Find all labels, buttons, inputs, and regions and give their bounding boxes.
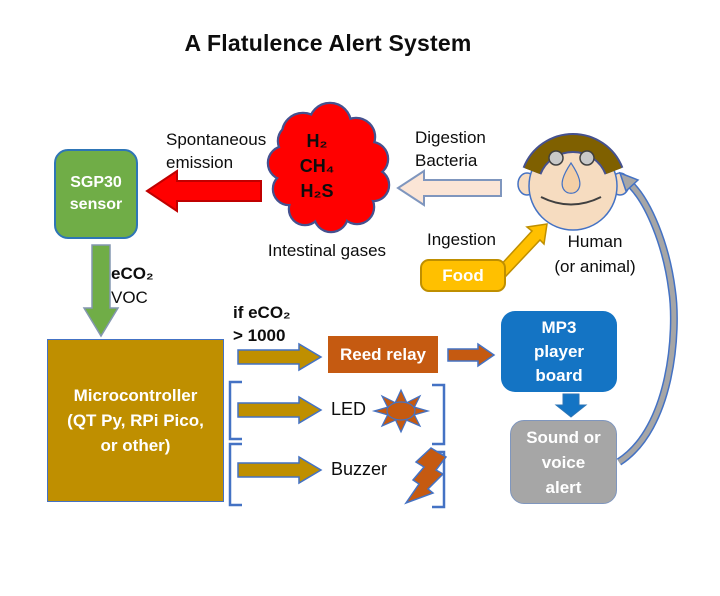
mp3-line3: board	[535, 365, 583, 385]
micro-line3: or other)	[100, 436, 171, 455]
digestion-bacteria-label: Digestion Bacteria	[415, 128, 486, 170]
ingestion-label: Ingestion	[427, 230, 496, 249]
digestion-arrow	[396, 169, 502, 207]
mp3-line2: player	[533, 341, 585, 361]
voc-label: VOC	[111, 288, 148, 307]
food-label: Food	[442, 265, 484, 285]
gas-cloud-shape	[266, 101, 391, 234]
reed-relay-node: Reed relay	[328, 336, 438, 373]
gas-h2: H₂	[306, 131, 328, 151]
spontaneous-emission-arrow	[145, 169, 262, 213]
sgp30-line2: sensor	[69, 196, 123, 213]
relay-to-mp3-arrow	[447, 342, 496, 368]
spontaneous-emission-label: Spontaneous emission	[166, 130, 267, 172]
mp3-player-node: MP3 player board	[501, 311, 617, 392]
sensor-outputs-label: eCO₂ VOC	[111, 262, 154, 310]
gas-h2s: H₂S	[300, 181, 334, 201]
micro-line2: (QT Py, RPi Pico,	[67, 411, 204, 430]
diagram-title: A Flatulence Alert System	[184, 30, 472, 56]
microcontroller-node: Microcontroller (QT Py, RPi Pico, or oth…	[47, 339, 224, 502]
buzzer-label: Buzzer	[331, 459, 388, 479]
mp3-to-sound-arrow	[554, 393, 588, 418]
feedback-curved-arrow	[616, 171, 678, 466]
human-face-icon	[517, 132, 630, 231]
buzzer-lightning-icon	[404, 447, 448, 505]
relay-trigger-arrow	[237, 342, 323, 372]
sound-line1: Sound or	[526, 427, 601, 447]
micro-line1: Microcontroller	[73, 386, 198, 405]
sound-line3: alert	[545, 477, 582, 497]
led-sun-icon	[371, 388, 431, 434]
cloud-gas-formulas: H₂ CH₄ H₂S	[282, 129, 352, 204]
gas-ch4: CH₄	[299, 156, 335, 176]
intestinal-gases-label: Intestinal gases	[267, 241, 387, 260]
sound-line2: voice	[541, 452, 586, 472]
sgp30-sensor-node: SGP30 sensor	[54, 149, 138, 239]
food-node: Food	[420, 259, 506, 292]
led-arrow	[237, 395, 323, 425]
mp3-line1: MP3	[541, 317, 577, 337]
buzzer-arrow	[237, 455, 323, 485]
sensor-output-arrow	[82, 244, 120, 338]
threshold-condition-label: if eCO₂ > 1000	[233, 303, 291, 345]
led-label: LED	[331, 399, 367, 419]
eco2-label: eCO₂	[111, 264, 154, 283]
reed-label: Reed relay	[340, 344, 426, 364]
sgp30-line1: SGP30	[70, 174, 122, 191]
human-label: Human (or animal)	[554, 232, 636, 276]
ingestion-arrow	[496, 223, 548, 278]
sound-alert-node: Sound or voice alert	[510, 420, 617, 504]
